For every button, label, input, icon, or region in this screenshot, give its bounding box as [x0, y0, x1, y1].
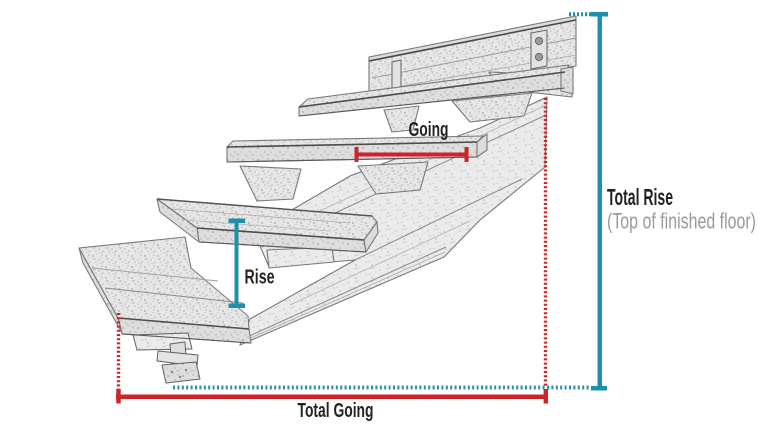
svg-text:Going: Going — [409, 119, 449, 141]
svg-text:(Top of finished floor): (Top of finished floor) — [607, 209, 756, 234]
svg-text:Total Rise: Total Rise — [607, 184, 673, 210]
svg-text:Rise: Rise — [245, 267, 275, 289]
svg-text:Total Going: Total Going — [298, 400, 374, 422]
